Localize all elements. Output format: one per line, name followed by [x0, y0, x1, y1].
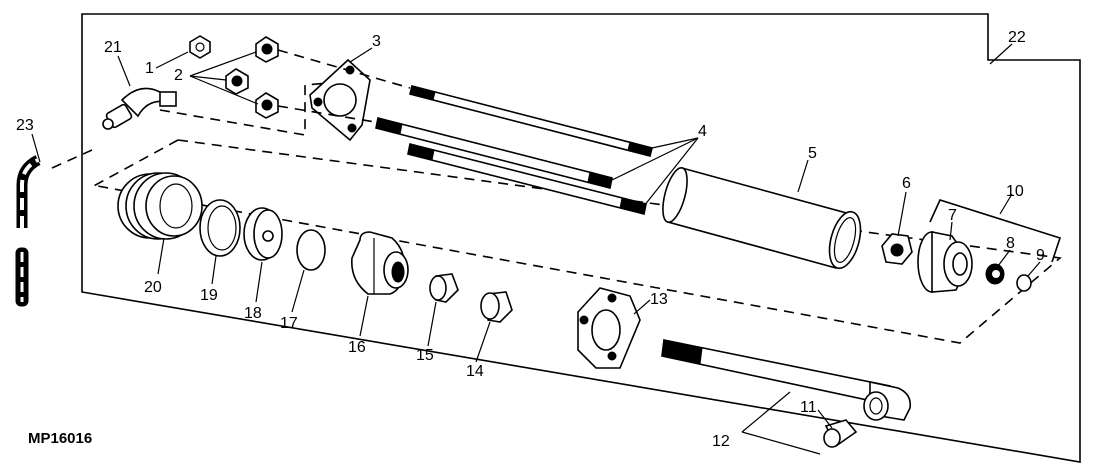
figure-code: MP16016	[28, 430, 92, 447]
callout-18: 18	[244, 305, 262, 322]
callout-labels: 1 2 3 4 5 6 7 8 9 10 11 12 13 14 15 16 1…	[16, 29, 1045, 450]
washer-part-18	[243, 207, 283, 261]
fitting-dash	[159, 81, 341, 136]
callout-1: 1	[145, 60, 154, 77]
nut-part-6	[881, 233, 913, 265]
callout-12: 12	[712, 433, 730, 450]
callout-7: 7	[948, 207, 957, 224]
nut-rod-dash-1	[277, 49, 411, 89]
callout-23: 23	[16, 117, 34, 134]
nut-part-1	[189, 35, 211, 59]
callout-11: 11	[800, 399, 817, 416]
callout-17: 17	[280, 315, 298, 332]
callout-15: 15	[416, 347, 434, 364]
ring-part-19	[199, 199, 241, 257]
callout-2: 2	[174, 67, 183, 84]
hose-leader-dash	[51, 149, 93, 169]
washer-part-8	[985, 263, 1005, 285]
flange-plate-part-13	[577, 287, 641, 369]
callout-14: 14	[466, 363, 484, 380]
bushing-part-15	[429, 273, 459, 303]
pin-part-11	[823, 419, 858, 448]
gland-part-16	[351, 231, 409, 295]
callout-22: 22	[1008, 29, 1026, 46]
bracket-part-10	[929, 199, 1062, 263]
callout-10: 10	[1006, 183, 1024, 200]
callout-8: 8	[1006, 235, 1015, 252]
callout-21: 21	[104, 39, 122, 56]
snap-ring-part-17	[296, 229, 326, 271]
callout-4: 4	[698, 123, 707, 140]
callout-6: 6	[902, 175, 911, 192]
elbow-fitting-part-21	[102, 87, 177, 130]
piston-rod-part-12	[661, 339, 912, 421]
callout-13: 13	[650, 291, 668, 308]
callout-16: 16	[348, 339, 366, 356]
hose-part-23	[15, 155, 41, 307]
callout-5: 5	[808, 145, 817, 162]
o-ring-part-9	[1016, 274, 1032, 292]
bushing-part-14	[480, 291, 513, 323]
leader-lines	[31, 43, 1041, 455]
callout-19: 19	[200, 287, 218, 304]
piston-part-7	[917, 231, 973, 293]
callout-20: 20	[144, 279, 162, 296]
tie-rods-part-4	[375, 85, 653, 215]
callout-9: 9	[1036, 247, 1045, 264]
bellows-part-20	[117, 172, 203, 240]
nuts-part-2	[225, 36, 279, 119]
end-cap-part-3	[309, 58, 371, 142]
barrel-tube-part-5	[662, 167, 862, 270]
callout-3: 3	[372, 33, 381, 50]
frame-outline	[81, 13, 1081, 463]
